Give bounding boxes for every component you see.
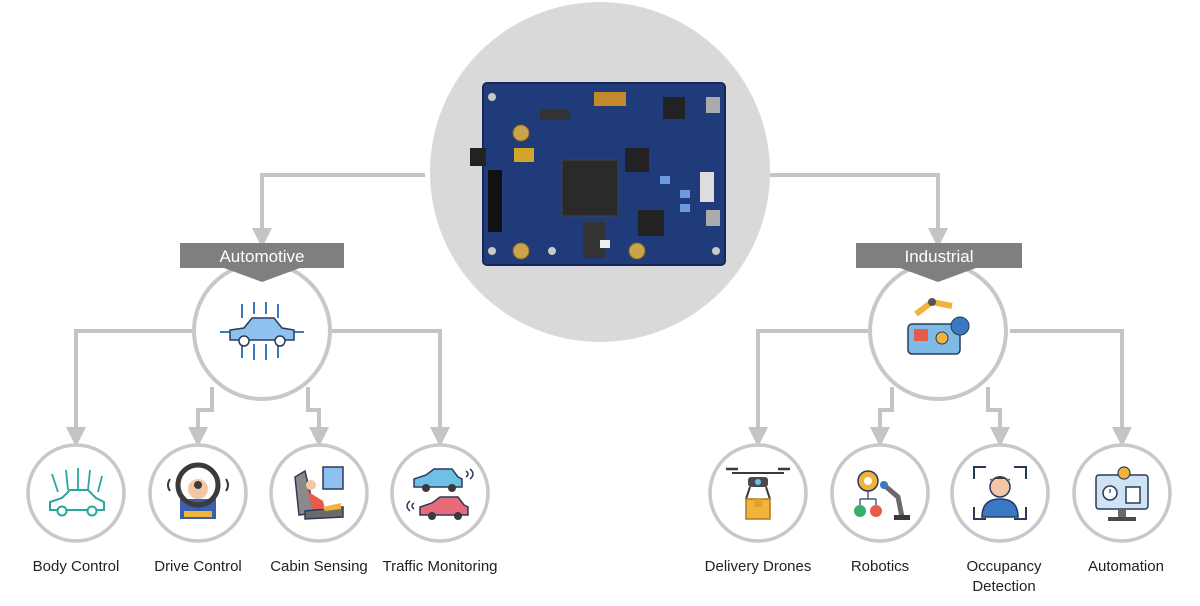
traffic-monitoring-node	[390, 443, 490, 543]
connector-delivery-drones	[748, 329, 872, 447]
connector-hub-automotive	[252, 173, 425, 248]
monitor-gear-icon	[1095, 466, 1149, 521]
connector-body-control	[66, 329, 194, 447]
cabin-sensing-node	[269, 443, 369, 543]
connector-hub-industrial	[770, 173, 948, 248]
body-control-label: Body Control	[32, 558, 120, 575]
robotics-node	[830, 443, 930, 543]
hub-connectors	[252, 173, 948, 248]
drone-package-icon	[726, 467, 790, 520]
hub	[430, 2, 770, 342]
fpga-board-image	[470, 82, 726, 266]
connector-robotics	[870, 387, 894, 447]
automotive-banner	[180, 243, 344, 282]
automotive-branch	[180, 243, 344, 401]
connector-cabin-sensing	[306, 387, 329, 447]
occupancy-detection-label-line2: Detection	[972, 578, 1036, 595]
occupancy-detection-node	[950, 443, 1050, 543]
industrial-connectors	[748, 329, 1132, 447]
industrial-branch	[856, 243, 1022, 401]
industrial-banner	[856, 243, 1022, 282]
cabin-sensing-label: Cabin Sensing	[270, 558, 368, 575]
drive-control-label: Drive Control	[154, 558, 242, 575]
robot-arm-tablet-icon	[907, 298, 970, 355]
connector-traffic-monitoring	[330, 329, 450, 447]
automotive-banner-label: Automotive	[219, 247, 305, 266]
industrial-banner-label: Industrial	[904, 247, 974, 266]
person-scan-icon	[973, 466, 1027, 520]
connector-automation	[1010, 329, 1132, 447]
traffic-cars-icon	[406, 468, 474, 520]
body-control-node	[26, 443, 126, 543]
traffic-monitoring-label: Traffic Monitoring	[382, 558, 498, 575]
delivery-drones-node	[708, 443, 808, 543]
occupancy-detection-label-line1: Occupancy	[966, 558, 1042, 575]
robotics-label: Robotics	[850, 558, 910, 575]
connector-drive-control	[188, 387, 214, 447]
car-seat-icon	[294, 466, 344, 520]
car-network-icon	[49, 468, 105, 517]
automation-node	[1072, 443, 1172, 543]
automotive-connectors	[66, 329, 450, 447]
drive-control-node	[148, 443, 248, 543]
steering-wheel-icon	[167, 462, 229, 519]
automation-label: Automation	[1088, 558, 1164, 575]
robot-arm-gear-icon	[854, 470, 910, 520]
connector-occupancy-detection	[986, 387, 1010, 447]
delivery-drones-label: Delivery Drones	[704, 558, 812, 575]
car-circuit-icon	[220, 302, 304, 360]
